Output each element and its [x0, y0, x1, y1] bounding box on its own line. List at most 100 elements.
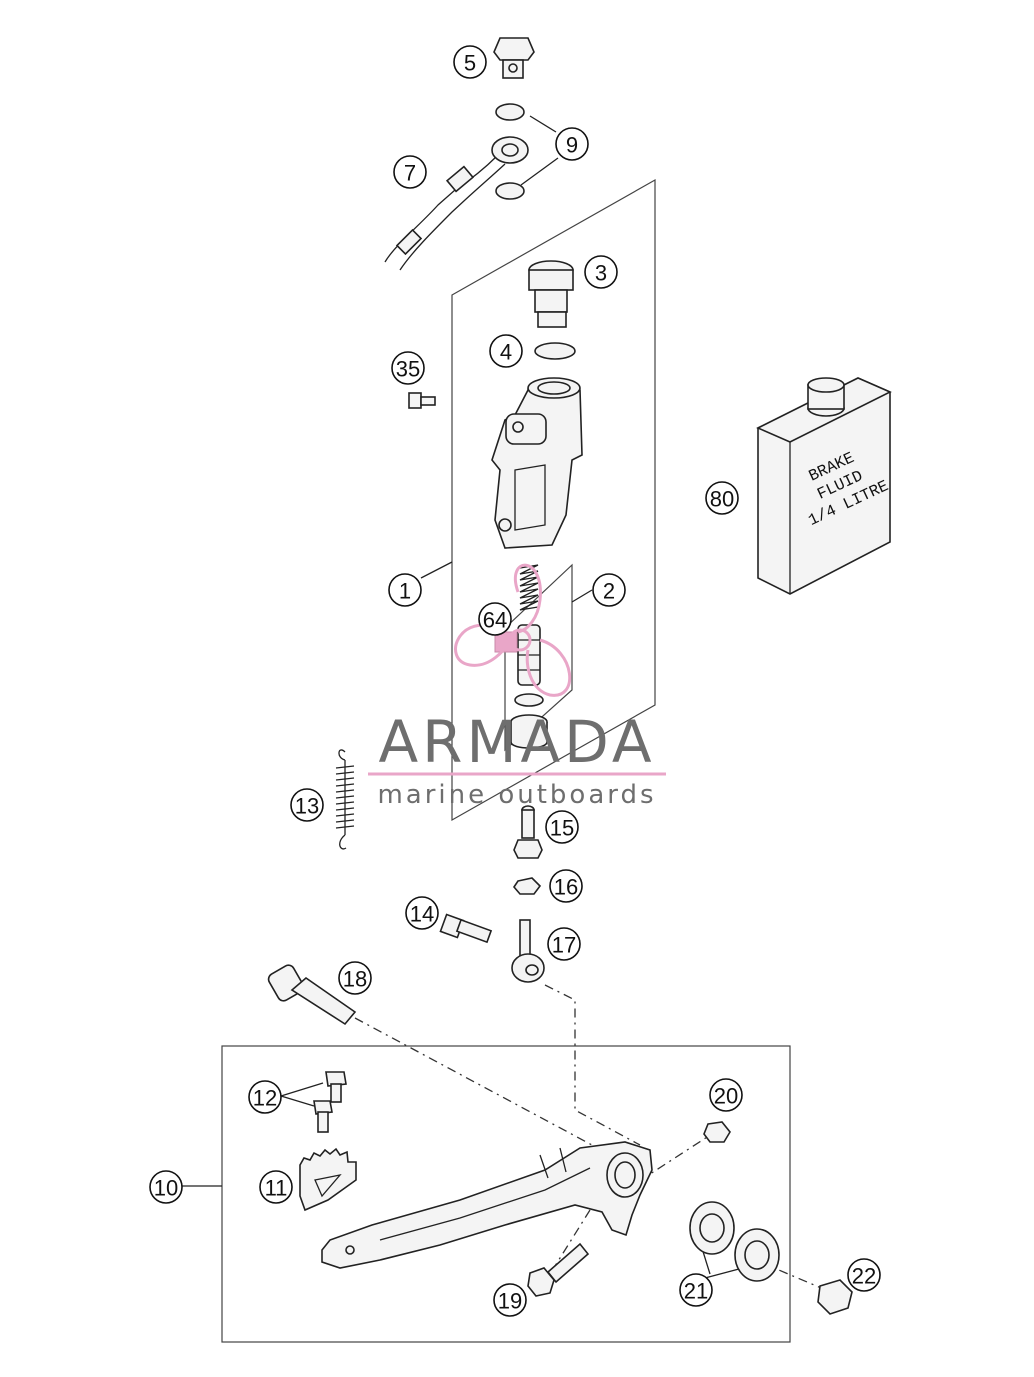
callout-17: 17: [547, 927, 581, 961]
callout-label: 35: [396, 357, 420, 382]
callout-label: 19: [498, 1289, 522, 1314]
callout-label: 15: [550, 816, 574, 841]
o-ring-part: [534, 342, 576, 360]
leader-lines: [181, 115, 755, 1279]
callout-label: 16: [554, 875, 578, 900]
callout-18: 18: [338, 961, 372, 995]
callout-circle: [679, 1273, 713, 1307]
watermark-brand: ARMADA: [378, 708, 655, 776]
step-plate-part: [299, 1147, 357, 1212]
callout-14: 14: [405, 896, 439, 930]
callout-circle: [248, 1080, 282, 1114]
callout-circle: [290, 788, 324, 822]
callout-10: 10: [149, 1170, 183, 1204]
callout-label: 11: [265, 1176, 288, 1201]
callout-label: 14: [410, 902, 434, 927]
washer-bottom-part: [495, 182, 525, 200]
callout-circle: [453, 45, 487, 79]
callout-circle: [545, 810, 579, 844]
reservoir-cap-part: [528, 260, 574, 328]
pin-bolt-part: [439, 913, 493, 944]
bearings-part: [689, 1201, 780, 1282]
callout-circle: [709, 1078, 743, 1112]
callout-circle: [259, 1170, 293, 1204]
callout-label: 22: [852, 1264, 876, 1289]
callout-2: 2: [592, 573, 626, 607]
callout-label: 10: [154, 1176, 178, 1201]
long-bolt-part: [267, 964, 357, 1026]
callout-label: 20: [714, 1084, 738, 1109]
washer-top-part: [495, 103, 525, 121]
callout-label: 9: [566, 133, 578, 158]
fork-head-part: [511, 919, 545, 983]
callout-circle: [549, 869, 583, 903]
callout-circle: [391, 351, 425, 385]
callout-label: 12: [253, 1086, 277, 1111]
callout-9: 9: [555, 127, 589, 161]
callout-circle: [547, 927, 581, 961]
callout-label: 64: [483, 608, 507, 633]
callout-label: 3: [595, 261, 607, 286]
callout-label: 4: [500, 340, 512, 365]
callout-19: 19: [493, 1283, 527, 1317]
callout-circle: [847, 1258, 881, 1292]
screw-part: [408, 392, 436, 409]
callout-label: 5: [464, 51, 476, 76]
watermark-tagline: marine outboards: [377, 780, 656, 810]
banjo-bolt-part: [493, 37, 535, 79]
bearing-nut-part: [817, 1279, 853, 1315]
callout-12: 12: [248, 1080, 282, 1114]
callout-64: 64: [478, 602, 512, 636]
callout-label: 7: [404, 161, 416, 186]
push-rod-part: [513, 805, 543, 859]
callout-4: 4: [489, 334, 523, 368]
brake-pedal-part: [321, 1141, 653, 1269]
brake-fluid-bottle-part: BRAKE FLUID 1/4 LITRE: [756, 377, 892, 595]
callout-circle: [405, 896, 439, 930]
spring-part: [335, 749, 355, 850]
callout-35: 35: [391, 351, 425, 385]
piston-seat-part: [510, 714, 548, 749]
callout-circle: [149, 1170, 183, 1204]
master-cylinder-frame: [451, 178, 656, 822]
callout-label: 17: [552, 933, 576, 958]
callout-circle: [555, 127, 589, 161]
brake-hose-part: [384, 136, 529, 271]
callout-circle: [489, 334, 523, 368]
master-cylinder-part: [491, 377, 583, 549]
piston-kit-part: [514, 564, 544, 707]
callout-circle: [338, 961, 372, 995]
callout-80: 80: [705, 481, 739, 515]
callout-5: 5: [453, 45, 487, 79]
callout-label: 21: [684, 1279, 708, 1304]
callout-circle: [493, 1283, 527, 1317]
piston-kit-frame: [504, 563, 573, 752]
callout-15: 15: [545, 810, 579, 844]
callout-circle: [584, 255, 618, 289]
callout-21: 21: [679, 1273, 713, 1307]
callout-22: 22: [847, 1258, 881, 1292]
callout-3: 3: [584, 255, 618, 289]
callout-label: 80: [710, 487, 734, 512]
small-bolts-part: [313, 1071, 347, 1133]
callout-20: 20: [709, 1078, 743, 1112]
callout-13: 13: [290, 788, 324, 822]
callout-label: 18: [343, 967, 367, 992]
callout-label: 13: [295, 794, 319, 819]
callout-1: 1: [388, 573, 422, 607]
callout-circle: [705, 481, 739, 515]
callout-label: 1: [399, 579, 411, 604]
callout-circle: [388, 573, 422, 607]
callout-16: 16: [549, 869, 583, 903]
pedal-bolt-part: [527, 1242, 590, 1297]
watermark-logo-icon: [454, 563, 572, 697]
callout-7: 7: [393, 155, 427, 189]
callout-circle: [592, 573, 626, 607]
watermark: ARMADA marine outboards: [368, 563, 666, 810]
callout-circle: [478, 602, 512, 636]
callout-11: 11: [259, 1170, 293, 1204]
nut-part: [512, 877, 542, 895]
callout-circle: [393, 155, 427, 189]
